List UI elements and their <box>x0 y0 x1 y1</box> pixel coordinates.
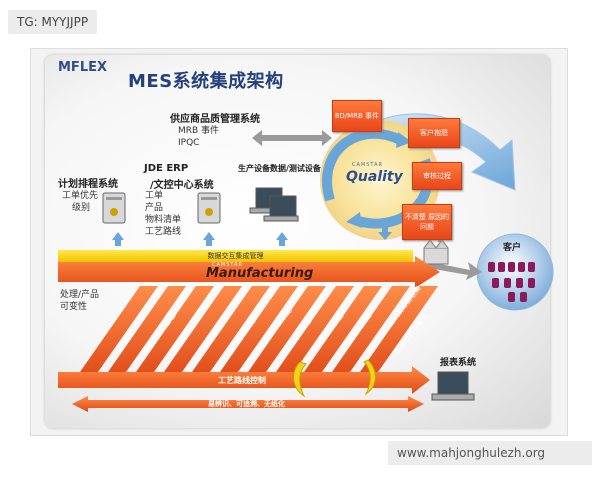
quality-brand: CAMSTAR <box>352 162 383 168</box>
supply-quality-item: IPQC <box>178 138 200 148</box>
overlay-tag: TG: MYYJJPP <box>8 10 98 34</box>
routing-band <box>58 366 430 394</box>
equipment-label: 生产设备数据/测试设备 <box>238 164 321 173</box>
integration-bar: 数据交互集成管理 <box>58 250 413 262</box>
server-icon-planning <box>102 192 126 224</box>
watermark: www.mahjonghulezh.org <box>388 441 592 465</box>
variability-label: 可变性 <box>60 302 88 312</box>
variability-label: 处理/产品 <box>60 290 100 300</box>
audit-process-box: 审核过程 <box>412 162 462 190</box>
erp-item: 产品 <box>145 203 164 213</box>
server-icon-erp <box>197 192 221 224</box>
traceability-band <box>72 396 424 412</box>
crescent-2 <box>363 359 376 396</box>
customer-complaint-box: 客户抱怨 <box>408 118 460 148</box>
manufacturing-brand: CAMSTAR <box>212 262 243 268</box>
down-arrow-quality <box>378 224 392 240</box>
erp-item: 工艺路线 <box>145 227 182 237</box>
laptop-icon-report <box>431 371 475 401</box>
planning-title: 计划排程系统 <box>58 179 118 190</box>
up-arrow-planning <box>112 232 124 246</box>
page-title: MES系统集成架构 <box>128 71 284 92</box>
quality-ring-left <box>322 128 403 202</box>
supply-quality-item: MRB 事件 <box>178 126 220 136</box>
routing-label: 工艺路线控制 <box>218 376 266 385</box>
to-customer-arrow <box>428 262 482 280</box>
erp-title: JDE ERP <box>144 163 189 174</box>
erp-item: 物料清单 <box>145 215 182 225</box>
erp-title-2: /文控中心系统 <box>150 180 214 191</box>
traceability-label: 易辨识、可追溯、无纸化 <box>208 400 285 408</box>
people-icon <box>488 262 535 302</box>
8d-mrb-box: 8D/MRB 事件 <box>332 100 382 132</box>
diagonal-bands <box>80 286 438 372</box>
unclear-cause-box: 不清楚 原因的问题 <box>402 204 452 240</box>
customer-label: 客户 <box>503 243 522 253</box>
supply-quality-title: 供应商品质管理系统 <box>170 114 260 125</box>
report-label: 报表系统 <box>440 358 477 368</box>
quality-name: Quality <box>346 169 403 185</box>
supply-quality-arrow <box>252 130 332 146</box>
company-logo: MFLEX <box>58 60 108 75</box>
manufacturing-name: Manufacturing <box>206 266 314 281</box>
erp-item: 工单 <box>145 191 164 201</box>
up-arrow-equipment <box>276 232 288 246</box>
up-arrow-erp <box>203 232 215 246</box>
planning-item: 级别 <box>72 203 91 213</box>
planning-item: 工单优先 <box>62 191 99 201</box>
manufacturing-band <box>58 256 440 288</box>
laptop-icon-equipment <box>249 187 299 222</box>
crescent-1 <box>293 361 307 398</box>
